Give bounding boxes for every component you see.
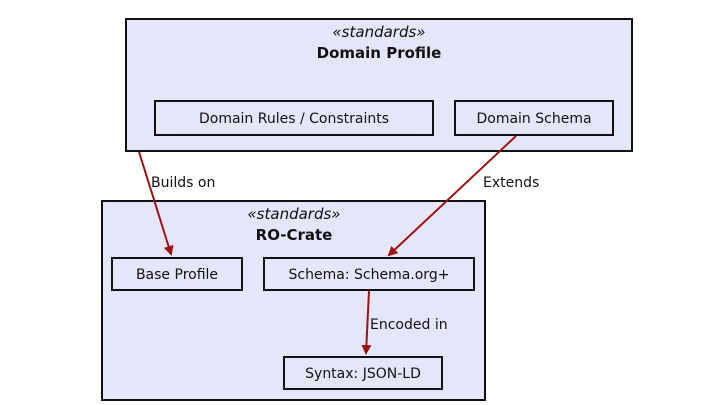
base-profile-component[interactable]: Base Profile [111, 257, 243, 291]
domain-rules-label: Domain Rules / Constraints [199, 111, 389, 127]
ro-crate-stereotype: «standards» [247, 205, 340, 223]
json-ld-component[interactable]: Syntax: JSON-LD [283, 356, 443, 390]
domain-profile-stereotype: «standards» [332, 23, 425, 41]
extends-arrow [387, 135, 517, 257]
ro-crate-title: RO-Crate [256, 226, 333, 244]
schema-org-component[interactable]: Schema: Schema.org+ [263, 257, 475, 291]
domain-rules-component[interactable]: Domain Rules / Constraints [154, 100, 434, 136]
domain-profile-package: «standards» Domain Profile Domain Rules … [125, 18, 633, 152]
domain-schema-box [454, 100, 614, 136]
encoded-in-edge[interactable]: Encoded in [361, 290, 448, 355]
extends-label: Extends [483, 175, 539, 191]
domain-profile-title: Domain Profile [317, 44, 442, 62]
ro-crate-package: «standards» RO-Crate Base Profile Schema… [101, 200, 486, 401]
encoded-in-arrow [361, 290, 372, 355]
json-ld-label: Syntax: JSON-LD [305, 366, 421, 382]
schema-org-box [263, 257, 475, 291]
json-ld-box [283, 356, 443, 390]
base-profile-label: Base Profile [136, 267, 218, 283]
encoded-in-label: Encoded in [370, 317, 448, 333]
builds-on-label: Builds on [151, 175, 215, 191]
domain-schema-component[interactable]: Domain Schema [454, 100, 614, 136]
schema-org-label: Schema: Schema.org+ [289, 267, 450, 283]
builds-on-edge[interactable]: Builds on [138, 151, 215, 256]
domain-rules-box [154, 100, 434, 136]
builds-on-arrow [138, 151, 174, 256]
base-profile-box [111, 257, 243, 291]
domain-schema-label: Domain Schema [476, 111, 591, 127]
extends-edge[interactable]: Extends [387, 135, 539, 257]
